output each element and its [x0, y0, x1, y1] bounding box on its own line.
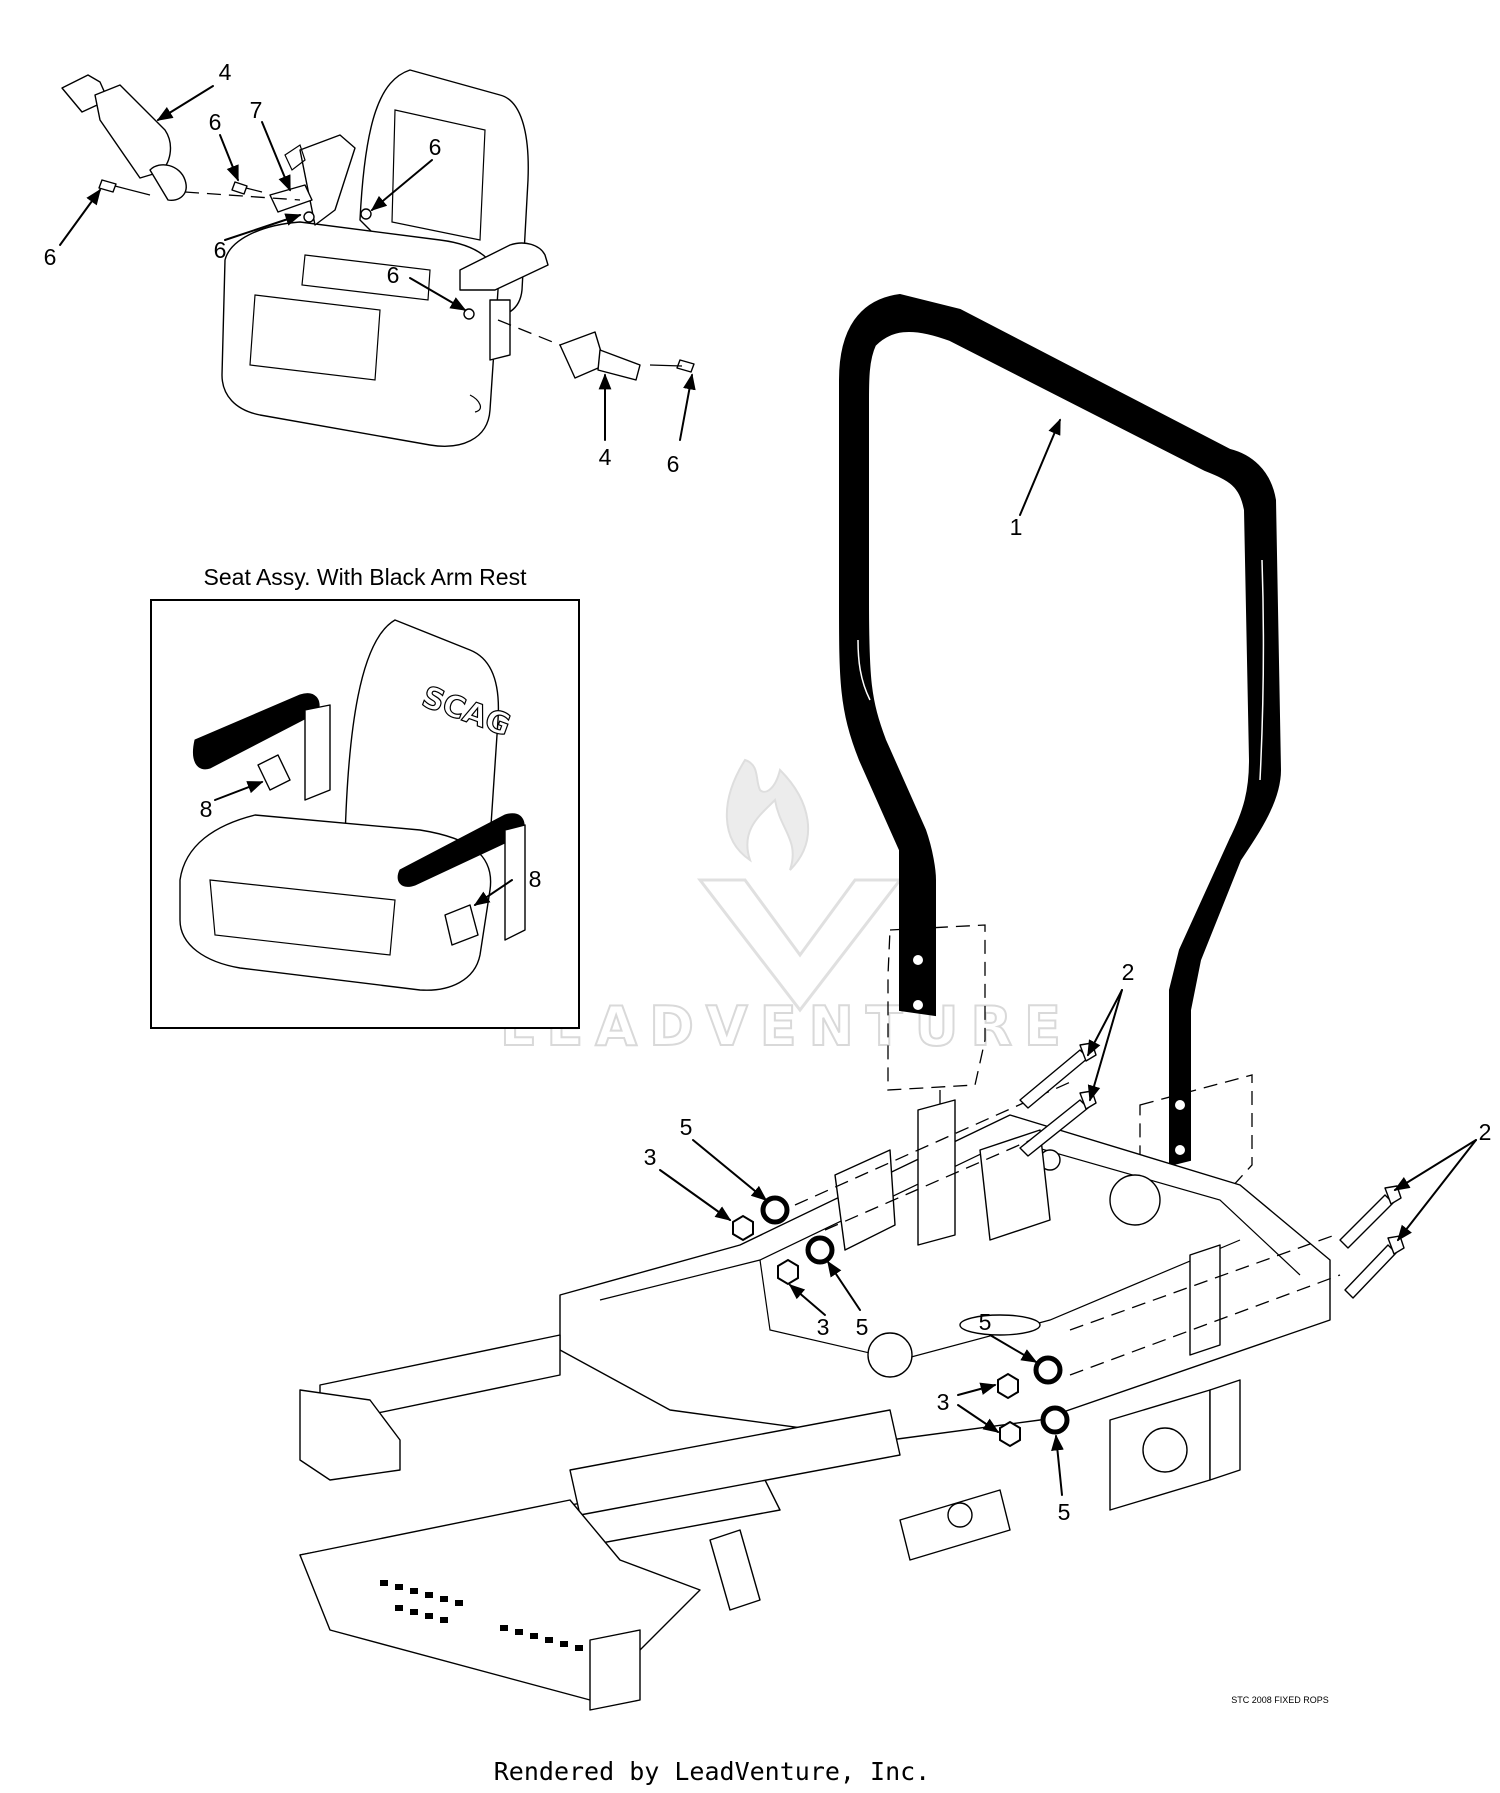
callout-6: 6: [214, 237, 227, 263]
callout-6: 6: [44, 244, 57, 270]
seat-assembly: [61, 69, 695, 447]
callout-4: 4: [599, 444, 612, 470]
callout-2: 2: [1122, 959, 1135, 985]
rops-bar: [839, 293, 1282, 1250]
callout-2: 2: [1479, 1119, 1492, 1145]
callout-3: 3: [817, 1314, 830, 1340]
leader-lines: [59, 85, 1477, 1496]
callout-6: 6: [209, 109, 222, 135]
callout-7: 7: [250, 97, 263, 123]
callout-3: 3: [644, 1144, 657, 1170]
inset-seat-back: [344, 619, 500, 841]
callout-8: 8: [200, 796, 213, 822]
inset-title: Seat Assy. With Black Arm Rest: [204, 564, 528, 590]
callout-5: 5: [979, 1309, 992, 1335]
callout-6: 6: [429, 134, 442, 160]
callout-5: 5: [1058, 1499, 1071, 1525]
callout-6: 6: [667, 451, 680, 477]
callout-1: 1: [1010, 514, 1023, 540]
footplate-holes: [380, 1580, 583, 1651]
callout-8: 8: [529, 866, 542, 892]
callouts: 1 2 2 3 3 3 4 4 5 5 5 5 6 6 6 6 6 6 7 8 …: [44, 59, 1492, 1525]
callout-4: 4: [219, 59, 232, 85]
drawing-reference: STC 2008 FIXED ROPS: [1231, 1695, 1329, 1705]
watermark-text: LEADVENTURE: [500, 995, 1073, 1058]
mower-frame: [299, 1079, 1341, 1711]
callout-3: 3: [937, 1389, 950, 1415]
inset-box: Seat Assy. With Black Arm Rest SCAG: [150, 564, 580, 1029]
watermark: LEADVENTURE: [499, 758, 1073, 1059]
callout-5: 5: [856, 1314, 869, 1340]
callout-6: 6: [387, 262, 400, 288]
hardware: [732, 1042, 1405, 1448]
callout-5: 5: [680, 1114, 693, 1140]
footer-credit: Rendered by LeadVenture, Inc.: [494, 1757, 931, 1786]
